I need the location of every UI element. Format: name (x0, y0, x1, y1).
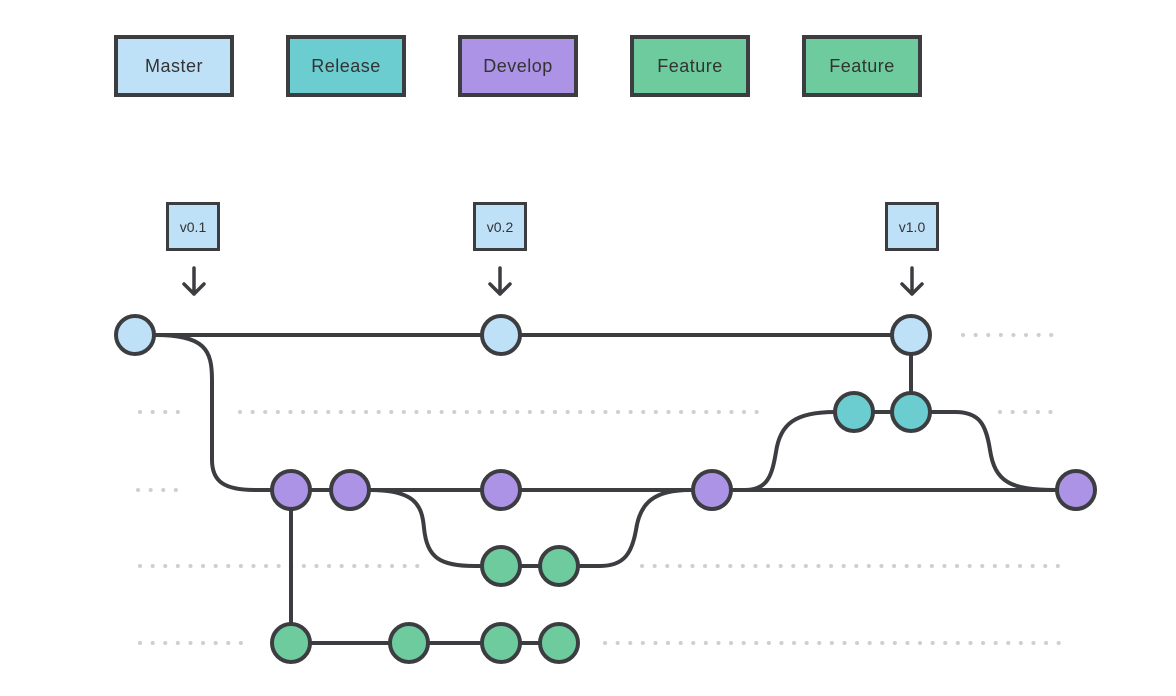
tag-v1-0: v1.0 (885, 202, 939, 251)
commit-release-1 (833, 391, 875, 433)
legend-release: Release (286, 35, 406, 97)
commit-develop-4 (691, 469, 733, 511)
legend-develop-label: Develop (483, 55, 553, 76)
legend-master-label: Master (144, 55, 203, 76)
commit-master-2 (480, 314, 522, 356)
commit-feature-2-a (270, 622, 312, 664)
tag-v0-2-label: v0.2 (486, 218, 514, 235)
tag-v0-1-label: v0.1 (179, 218, 207, 235)
commit-feature-1-b (538, 545, 580, 587)
legend-feature-2-label: Feature (829, 55, 895, 76)
dotted-guides (136, 333, 1062, 645)
commit-develop-3 (480, 469, 522, 511)
master-to-develop-line (153, 333, 293, 492)
legend-feature-2: Feature (802, 35, 922, 97)
arrow-down-icon (900, 266, 924, 296)
legend-feature-1-label: Feature (657, 55, 723, 76)
legend-feature-1: Feature (630, 35, 750, 97)
commit-develop-5 (1055, 469, 1097, 511)
commit-feature-2-b (388, 622, 430, 664)
commit-feature-2-d (538, 622, 580, 664)
feature-1-branch-line (368, 488, 692, 568)
legend-release-label: Release (311, 55, 381, 76)
commit-master-3 (890, 314, 932, 356)
commit-develop-2 (329, 469, 371, 511)
commit-feature-2-c (480, 622, 522, 664)
legend-develop: Develop (458, 35, 578, 97)
arrow-down-icon (488, 266, 512, 296)
tag-v1-0-label: v1.0 (898, 218, 926, 235)
tag-v0-2: v0.2 (473, 202, 527, 251)
tag-v0-1: v0.1 (166, 202, 220, 251)
commits (114, 314, 1097, 664)
commit-release-2 (890, 391, 932, 433)
branch-lines (133, 333, 1078, 645)
commit-master-1 (114, 314, 156, 356)
legend-master: Master (114, 35, 234, 97)
commit-develop-1 (270, 469, 312, 511)
arrow-down-icon (182, 266, 206, 296)
release-branch-line (743, 410, 1058, 492)
commit-feature-1-a (480, 545, 522, 587)
